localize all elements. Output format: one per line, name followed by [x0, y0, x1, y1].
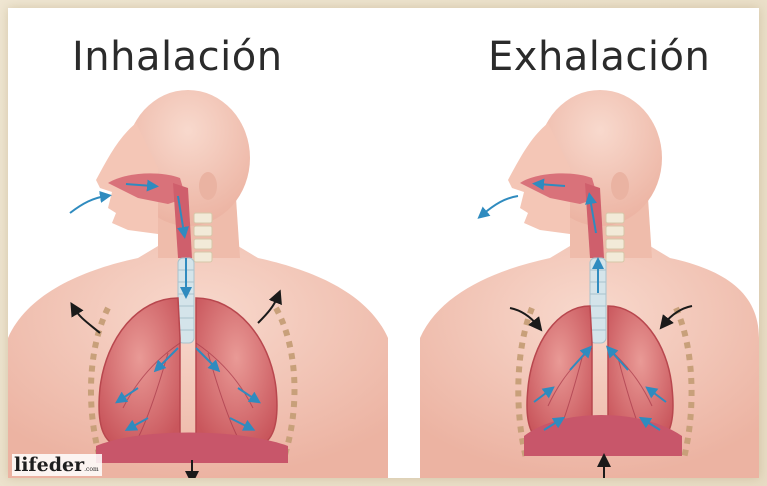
logo-suffix: .com	[84, 466, 99, 473]
inhalation-figure	[8, 90, 388, 478]
inhalation-title: Inhalación	[72, 34, 283, 80]
lifeder-logo: lifeder.com	[12, 454, 102, 476]
logo-text: lifeder	[14, 454, 84, 476]
exhalation-title: Exhalación	[488, 34, 710, 80]
ear-left	[199, 172, 217, 200]
exhalation-figure	[420, 90, 759, 478]
diagram-card: Inhalación Exhalación lifeder.com	[8, 8, 759, 478]
ear-right	[611, 172, 629, 200]
